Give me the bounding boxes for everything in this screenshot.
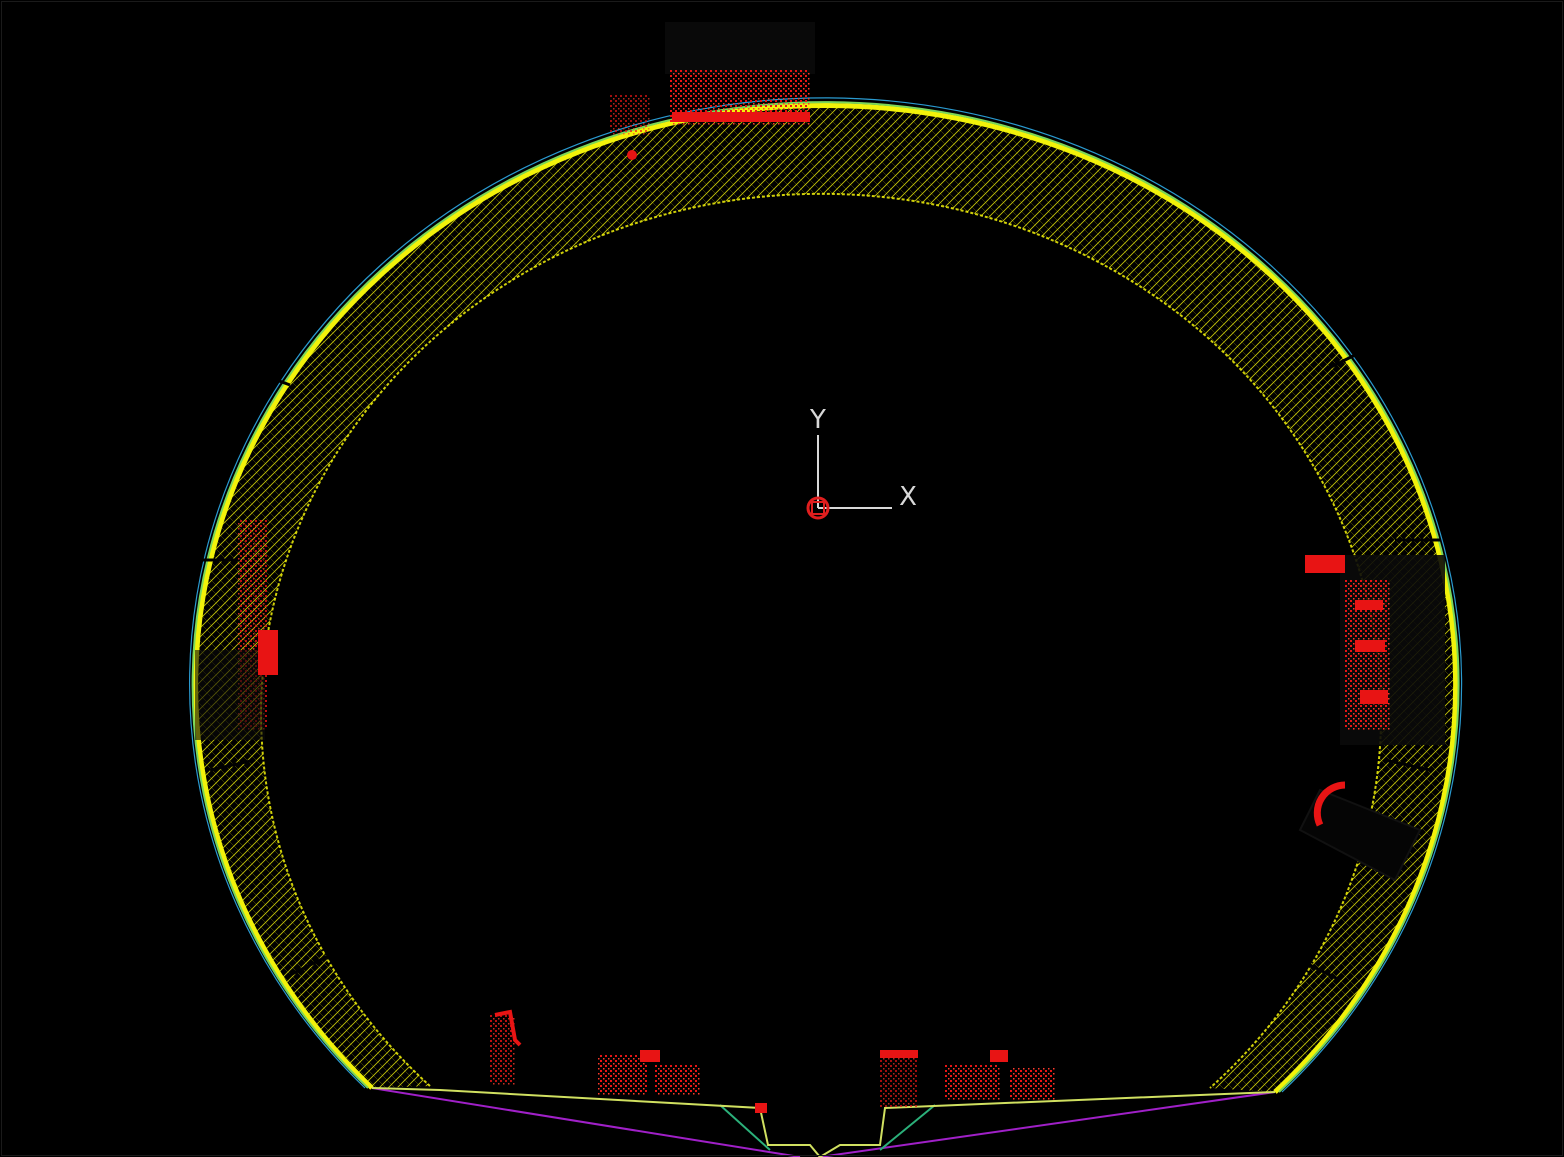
pipe-body: [1298, 788, 1422, 882]
ucs-axis-icon: Y X: [806, 405, 917, 520]
equipment-clusters: [195, 22, 1445, 1113]
ucs-y-label: Y: [809, 405, 826, 435]
invert-line-right-purple: [819, 1091, 1276, 1157]
lining-band: [195, 105, 1456, 1092]
ucs-x-label: X: [899, 482, 917, 512]
invert-base-line: [371, 1087, 1276, 1157]
fitted-outline-blue: [188, 97, 1463, 1093]
origin-square-icon: [806, 496, 830, 520]
right-pipe: [1298, 781, 1422, 882]
invert-line-right-green: [879, 1104, 936, 1151]
pipe-end-arc: [1313, 781, 1346, 827]
invert-base: [371, 1087, 1276, 1157]
crown-equipment: [610, 22, 815, 160]
right-wall-equipment: [1305, 555, 1445, 745]
invert-lines: [371, 1087, 1276, 1157]
invert-equipment: [490, 1009, 1055, 1113]
fitted-outline-green: [191, 101, 1460, 1093]
tunnel-lining-ring: [188, 15, 1463, 1094]
invert-line-left-green: [719, 1104, 771, 1151]
lining-outer-edge: [193, 103, 1459, 1094]
left-wall-equipment: [195, 520, 278, 740]
segment-joints: [195, 15, 1440, 982]
invert-line-left-purple: [371, 1087, 801, 1157]
